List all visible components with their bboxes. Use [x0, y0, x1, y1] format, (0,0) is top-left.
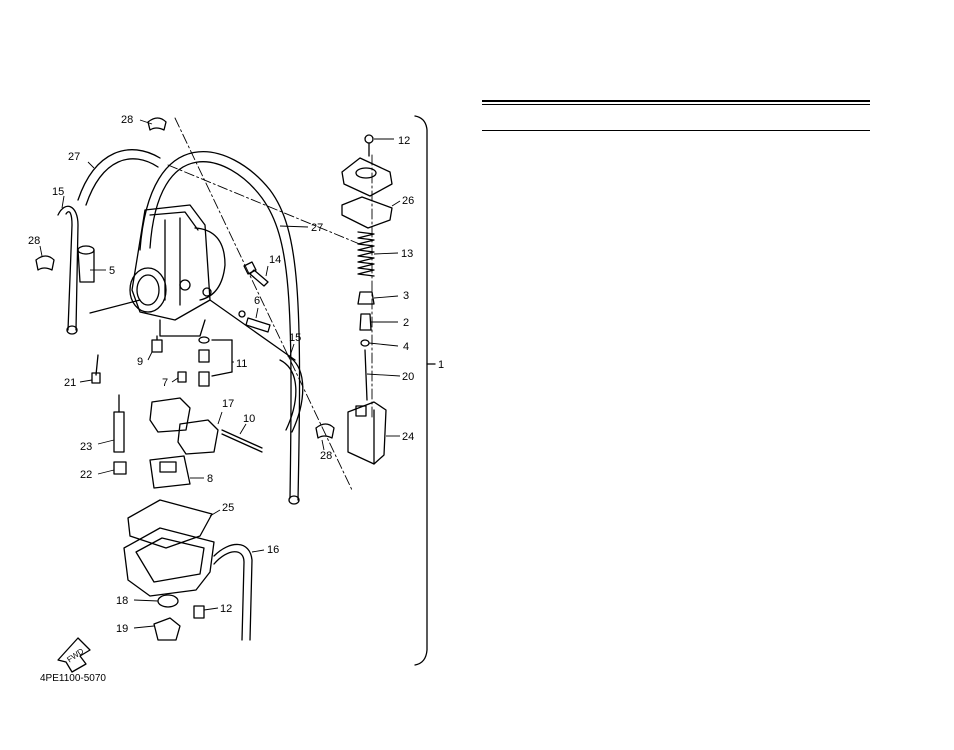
- callout-27-left: 27: [68, 151, 80, 163]
- part-10-pin: [221, 429, 263, 449]
- callout-24: 24: [402, 431, 414, 443]
- part-20-needle: [364, 349, 368, 401]
- part-13-spring: [357, 231, 375, 277]
- assembly-bracket: [414, 115, 428, 666]
- callout-18: 18: [116, 595, 128, 607]
- callout-25: 25: [222, 502, 234, 514]
- hose-clip-right: [315, 423, 335, 439]
- callout-15-right: 15: [289, 332, 301, 344]
- callout-11: 11: [236, 358, 247, 370]
- overflow-hose-left: [57, 205, 79, 335]
- callout-20: 20: [402, 371, 414, 383]
- callout-28-left: 28: [28, 235, 40, 247]
- callout-23: 23: [80, 441, 92, 453]
- callout-15-left: 15: [52, 186, 64, 198]
- callout-3: 3: [403, 290, 409, 302]
- callout-28-top: 28: [121, 114, 133, 126]
- callout-4: 4: [403, 341, 409, 353]
- part-21-pilot: [91, 354, 101, 384]
- fwd-arrow-icon: [57, 637, 91, 673]
- callout-12-bottom: 12: [220, 603, 232, 615]
- figure-code: 4PE1100-5070: [40, 673, 106, 684]
- vent-hose-left: [77, 149, 161, 206]
- part-26-gasket: [341, 196, 393, 229]
- callout-5: 5: [109, 265, 115, 277]
- part-18-o-ring: [157, 594, 179, 608]
- part-8-valve-seat: [149, 455, 191, 489]
- callout-1: 1: [438, 359, 444, 371]
- callout-10: 10: [243, 413, 255, 425]
- part-6-screw: [245, 317, 271, 333]
- hose-clip-left: [35, 255, 55, 271]
- callout-7: 7: [162, 377, 168, 389]
- part-22-jet: [113, 461, 127, 475]
- part-12-screw-top: [364, 134, 374, 157]
- part-3-retainer: [357, 291, 375, 305]
- table-header-rule-mid: [482, 104, 870, 105]
- part-float-left: [149, 397, 191, 433]
- callout-16: 16: [267, 544, 279, 556]
- vent-hose-long: [139, 151, 301, 505]
- part-2-holder: [359, 313, 372, 331]
- callout-27-right: 27: [311, 222, 323, 234]
- callout-8: 8: [207, 473, 213, 485]
- callout-17: 17: [222, 398, 234, 410]
- table-header-rule-top: [482, 100, 870, 102]
- part-24-throttle-valve: [347, 401, 387, 465]
- float-bowl: [123, 527, 215, 597]
- callout-2: 2: [403, 317, 409, 329]
- overflow-hose-right: [279, 355, 304, 433]
- part-14-nut: [243, 261, 257, 275]
- drain-hose: [213, 543, 253, 641]
- part-23-needle-jet: [113, 394, 125, 453]
- callout-9: 9: [137, 356, 143, 368]
- callout-19: 19: [116, 623, 128, 635]
- callout-28-right: 28: [320, 450, 332, 462]
- part-12-screw-bottom: [193, 605, 205, 619]
- part-19-drain-plug: [153, 617, 181, 641]
- part-float-right: [177, 419, 219, 455]
- part-7-screw: [177, 371, 187, 383]
- part-4-clip: [360, 339, 370, 347]
- table-header-rule-bottom: [482, 130, 870, 131]
- part-14-screw: [249, 269, 269, 287]
- callout-26: 26: [402, 195, 414, 207]
- callout-12-top: 12: [398, 135, 410, 147]
- callout-13: 13: [401, 248, 413, 260]
- part-25-bowl-gasket: [127, 499, 213, 549]
- part-9-plug: [151, 335, 163, 353]
- part-top-cap: [341, 157, 393, 197]
- callout-14: 14: [269, 254, 281, 266]
- callout-21: 21: [64, 377, 76, 389]
- callout-6: 6: [254, 295, 260, 307]
- part-11-jets: [198, 336, 233, 387]
- part-5-fitting: [77, 245, 95, 283]
- callout-22: 22: [80, 469, 92, 481]
- hose-clip-top: [147, 117, 167, 131]
- carburetor-body: [129, 204, 226, 337]
